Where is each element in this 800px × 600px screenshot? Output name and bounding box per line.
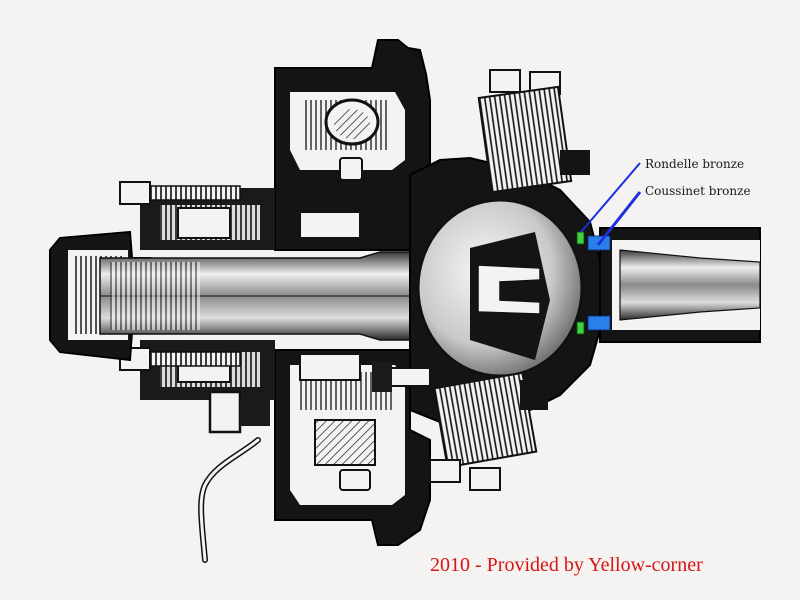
side-bolt [372,362,431,392]
credit-text: 2010 - Provided by Yellow-corner [430,554,703,576]
bronze-washer [576,231,585,335]
pivot-bolt-lower [429,371,548,491]
washer-leader-line [580,162,641,233]
washer-label: Rondelle bronze [645,157,744,171]
wheel-stud-upper [119,181,241,205]
drive-shaft [99,251,421,341]
pivot-bolt-upper [477,69,590,194]
wheel-stud-lower [119,347,241,371]
brake-drum-upper [274,39,431,251]
bushing-leader-line [596,191,642,246]
ball-joint [416,198,584,378]
bushing-label: Coussinet bronze [645,184,751,198]
hub-housing [140,188,361,400]
hub-nut [208,390,270,434]
brake-line [198,437,261,563]
brake-drum-lower [274,349,431,546]
